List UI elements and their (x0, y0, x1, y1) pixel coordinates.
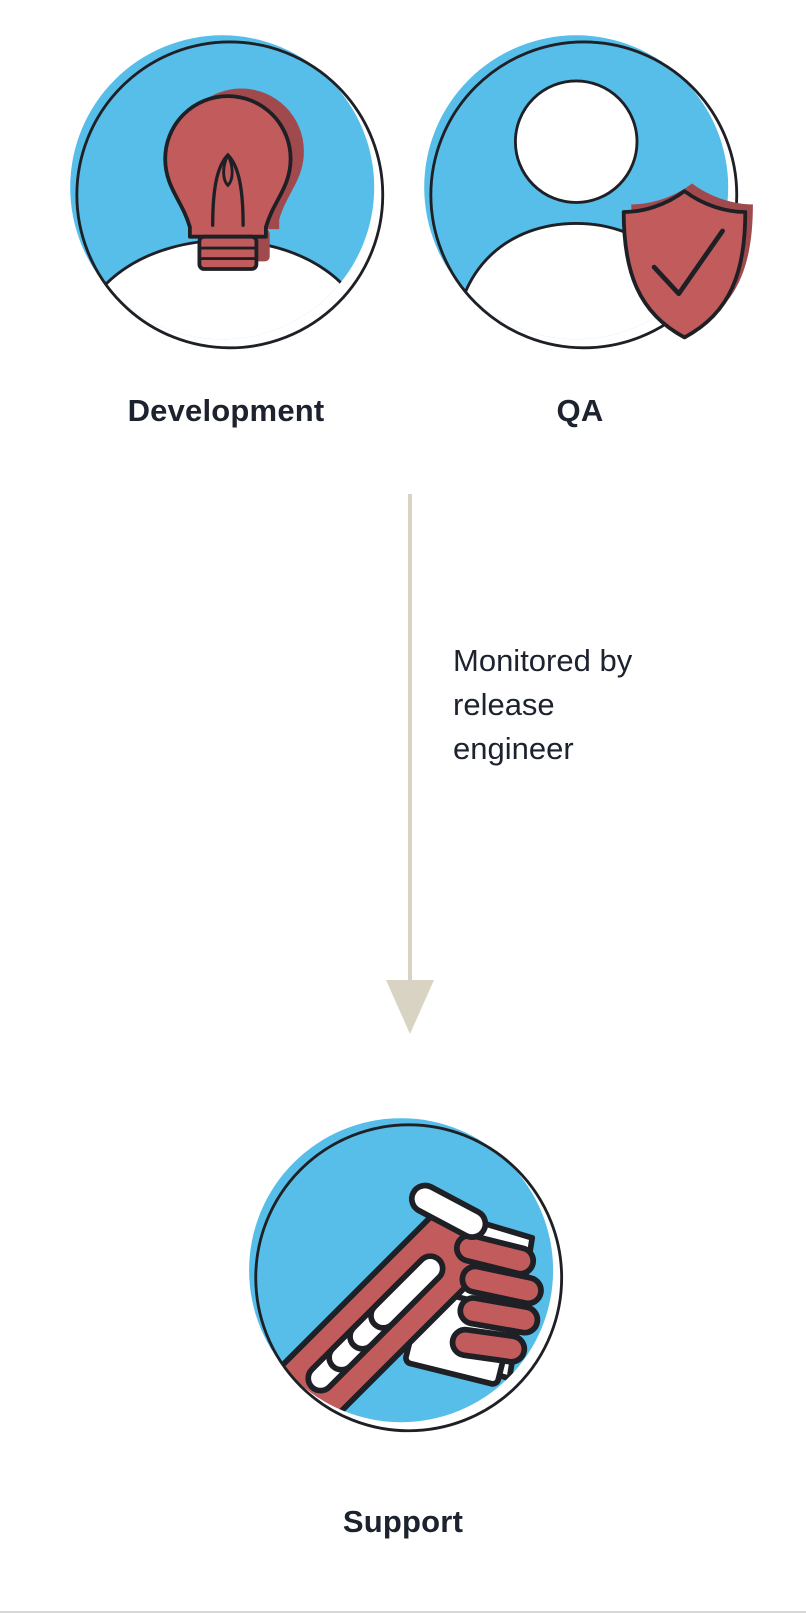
shield-check-badge (621, 183, 753, 340)
node-label-development: Development (127, 393, 325, 428)
node-label-support: Support (342, 1504, 464, 1540)
connector-section: Monitored by release engineer (0, 439, 806, 1039)
top-node-row: Development QA (0, 0, 806, 429)
node-support: Support (0, 1103, 806, 1540)
page-edge-line (0, 1611, 806, 1613)
node-development: Development (55, 22, 397, 429)
lightbulb-idea-icon (70, 35, 385, 350)
down-arrow-icon (386, 494, 434, 1035)
node-qa: QA (409, 22, 753, 429)
handshake-clasp-icon (249, 1118, 564, 1433)
node-label-qa: QA (556, 393, 604, 428)
person-shield-check-icon (424, 35, 753, 350)
connector-label: Monitored by release engineer (453, 643, 633, 767)
